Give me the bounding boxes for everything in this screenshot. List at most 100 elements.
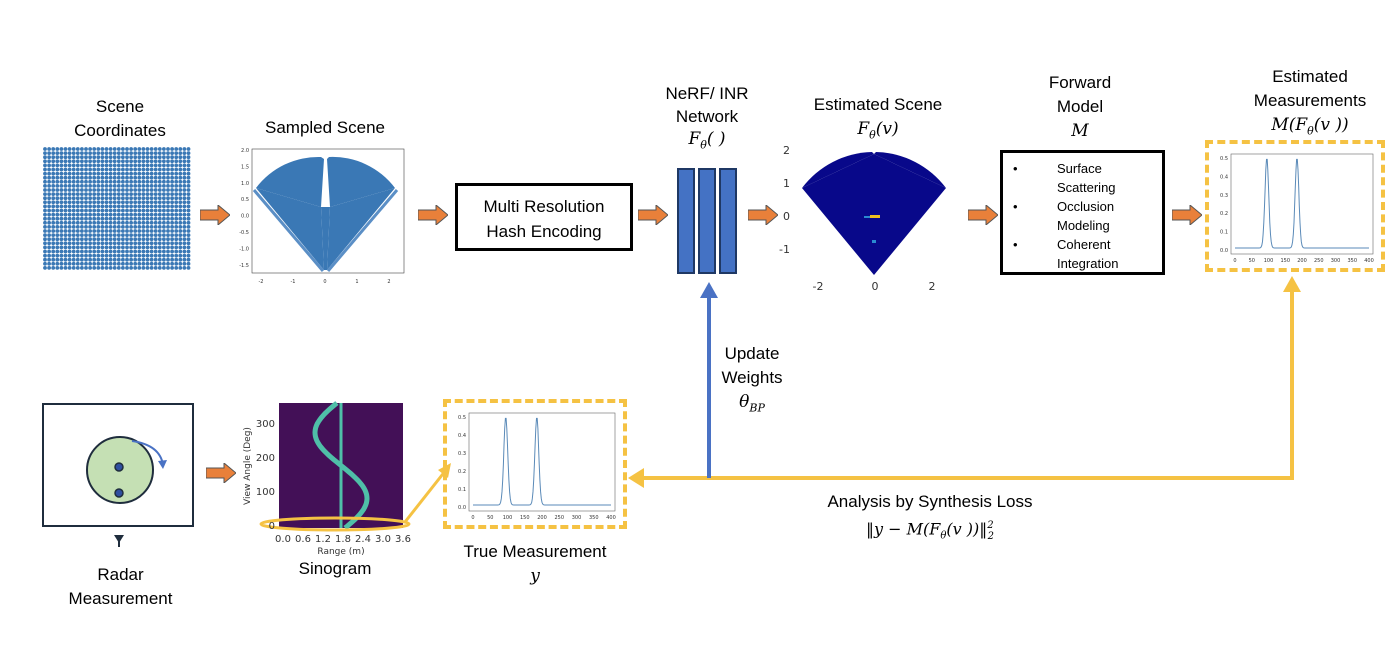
- grid-point: [162, 208, 166, 213]
- grid-point: [137, 266, 142, 270]
- grid-point: [80, 179, 84, 184]
- estimated-scene-math: Fθ(v): [857, 119, 899, 142]
- grid-point: [145, 188, 150, 192]
- grid-point: [112, 208, 117, 213]
- grid-point: [125, 249, 129, 254]
- grid-point: [80, 159, 84, 164]
- grid-point: [84, 225, 88, 229]
- grid-point: [55, 159, 60, 164]
- grid-point: [108, 196, 113, 201]
- grid-point: [116, 175, 121, 180]
- grid-point: [145, 200, 150, 205]
- grid-point: [125, 220, 129, 225]
- grid-point: [75, 212, 80, 217]
- grid-point: [141, 233, 146, 237]
- grid-point: [174, 155, 179, 160]
- grid-point: [63, 208, 68, 213]
- grid-point: [162, 196, 166, 201]
- grid-point: [51, 204, 56, 209]
- grid-point: [75, 147, 80, 151]
- grid-point: [96, 204, 101, 209]
- grid-point: [137, 163, 142, 168]
- grid-point: [170, 151, 175, 155]
- grid-point: [51, 147, 56, 151]
- grid-point: [129, 241, 133, 246]
- grid-point: [88, 216, 92, 221]
- grid-point: [149, 171, 154, 176]
- grid-point: [112, 249, 117, 254]
- update-weights-label: Update Weights θBP: [712, 342, 792, 420]
- grid-point: [96, 241, 101, 246]
- grid-point: [80, 147, 84, 151]
- grid-point: [137, 225, 142, 229]
- grid-point: [149, 196, 154, 201]
- sinogram-x-label: Range (m): [317, 547, 364, 557]
- grid-point: [170, 245, 175, 250]
- true-measurement-series-line: [473, 417, 611, 506]
- grid-point: [104, 204, 109, 209]
- grid-point: [133, 184, 138, 188]
- grid-point: [186, 241, 191, 246]
- grid-point: [51, 253, 56, 258]
- grid-point: [59, 184, 64, 188]
- grid-point: [112, 212, 117, 217]
- grid-point: [116, 216, 121, 221]
- grid-point: [43, 188, 47, 192]
- grid-point: [92, 241, 97, 246]
- grid-point: [100, 167, 105, 172]
- grid-point: [133, 261, 138, 266]
- grid-point: [166, 167, 170, 172]
- grid-point: [96, 208, 101, 213]
- grid-point: [80, 192, 84, 196]
- grid-point: [137, 171, 142, 176]
- grid-point: [133, 225, 138, 229]
- sampled-y-tick: 1.5: [241, 164, 249, 170]
- grid-point: [174, 200, 179, 205]
- grid-point: [145, 237, 150, 242]
- grid-point: [88, 151, 92, 155]
- grid-point: [67, 212, 72, 217]
- grid-point: [149, 167, 154, 172]
- grid-point: [67, 155, 72, 160]
- true-measurement-x-tick: 400: [606, 515, 616, 521]
- grid-point: [153, 147, 158, 151]
- grid-point: [63, 200, 68, 205]
- grid-point: [166, 261, 170, 266]
- grid-point: [71, 237, 76, 242]
- grid-point: [174, 249, 179, 254]
- grid-point: [149, 233, 154, 237]
- grid-point: [141, 192, 146, 196]
- grid-point: [174, 257, 179, 262]
- grid-point: [84, 220, 88, 225]
- grid-point: [100, 163, 105, 168]
- grid-point: [166, 241, 170, 246]
- grid-point: [92, 245, 97, 250]
- grid-point: [166, 151, 170, 155]
- grid-point: [92, 233, 97, 237]
- grid-point: [100, 200, 105, 205]
- grid-point: [133, 196, 138, 201]
- grid-point: [174, 184, 179, 188]
- grid-point: [116, 237, 121, 242]
- grid-point: [149, 163, 154, 168]
- grid-point: [80, 196, 84, 201]
- grid-point: [178, 159, 183, 164]
- grid-point: [133, 159, 138, 164]
- grid-point: [186, 175, 191, 180]
- grid-point: [100, 171, 105, 176]
- grid-point: [55, 167, 60, 172]
- grid-point: [51, 159, 56, 164]
- grid-point: [149, 159, 154, 164]
- grid-point: [174, 151, 179, 155]
- grid-point: [51, 225, 56, 229]
- grid-point: [108, 237, 113, 242]
- grid-point: [59, 179, 64, 184]
- grid-point: [75, 151, 80, 155]
- grid-point: [59, 237, 64, 242]
- grid-point: [88, 249, 92, 254]
- grid-point: [80, 253, 84, 258]
- grid-point: [104, 155, 109, 160]
- grid-point: [141, 147, 146, 151]
- grid-point: [178, 188, 183, 192]
- grid-point: [63, 237, 68, 242]
